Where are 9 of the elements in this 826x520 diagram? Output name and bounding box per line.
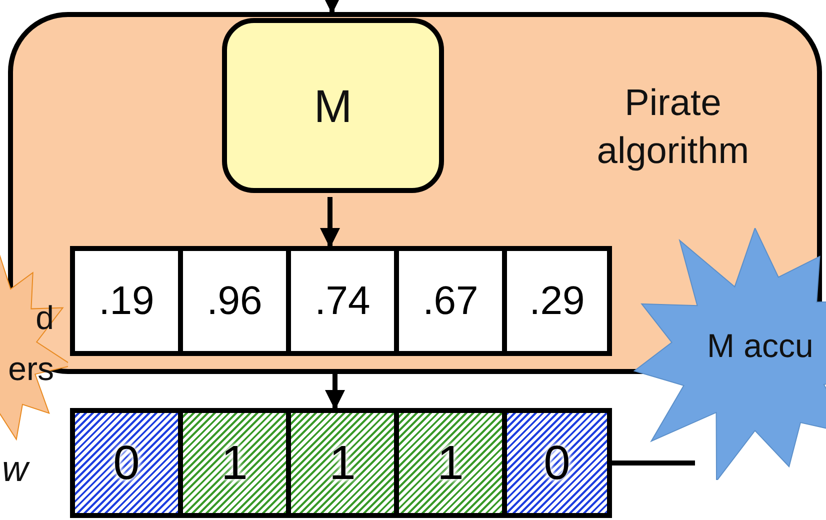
arrow bbox=[322, 0, 342, 14]
model-box: M bbox=[222, 18, 444, 193]
arrow bbox=[325, 374, 345, 410]
arrow bbox=[320, 197, 340, 248]
connector-line bbox=[612, 460, 695, 466]
panel-title: Pirate algorithm bbox=[596, 81, 750, 174]
callout-text: M accu bbox=[707, 326, 814, 366]
variable-label: w bbox=[2, 448, 28, 490]
callout-text: d ers bbox=[7, 298, 54, 390]
